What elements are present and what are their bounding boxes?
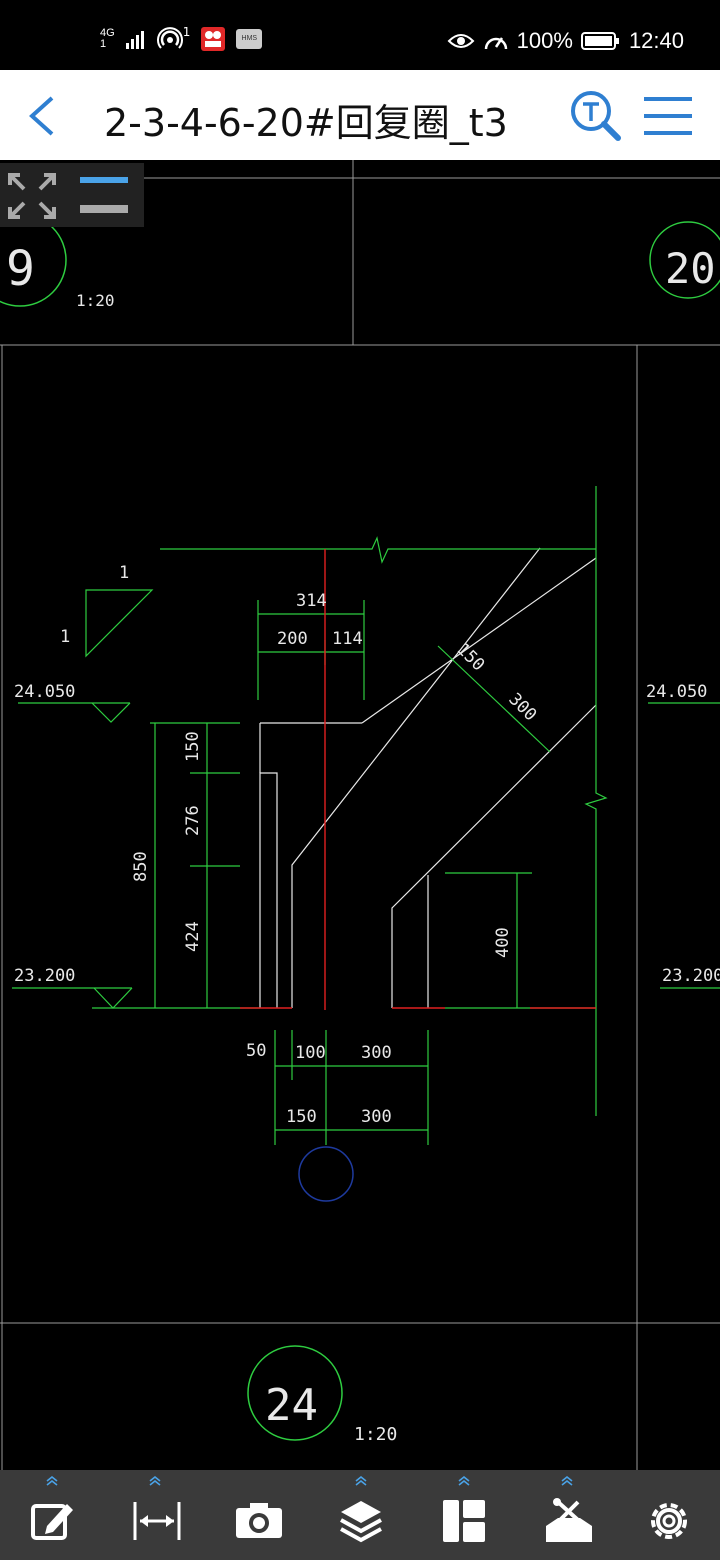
layers-tool-button[interactable] bbox=[326, 1470, 396, 1560]
dim-150-b: 150 bbox=[286, 1107, 317, 1127]
layer-toggle-button[interactable] bbox=[78, 173, 130, 219]
scale-top: 1:20 bbox=[76, 291, 115, 310]
status-right: 100% 12:40 bbox=[447, 28, 684, 54]
eye-icon bbox=[447, 34, 475, 48]
bottom-toolbar bbox=[0, 1470, 720, 1560]
tools-icon bbox=[546, 1498, 592, 1542]
dim-300-b: 300 bbox=[361, 1107, 392, 1127]
slope-h-label: 1 bbox=[60, 627, 70, 647]
dim-314: 314 bbox=[296, 591, 327, 611]
red-centerline bbox=[240, 549, 596, 1010]
green-linework bbox=[12, 486, 720, 1145]
clock: 12:40 bbox=[628, 28, 684, 53]
chevron-left-icon bbox=[29, 96, 54, 136]
section-outline bbox=[259, 547, 597, 1008]
measure-tool-button[interactable] bbox=[120, 1470, 190, 1560]
dim-114: 114 bbox=[332, 629, 363, 649]
text-search-button[interactable] bbox=[566, 86, 626, 146]
hms-icon: HMS bbox=[236, 29, 263, 49]
page-title: 2-3-4-6-20#回复圈_t3 bbox=[104, 101, 508, 145]
view-label-bottom: 24 bbox=[265, 1380, 318, 1431]
camera-icon bbox=[236, 1503, 282, 1538]
view-label-right: 20 bbox=[665, 244, 716, 293]
viewport-frame-lines bbox=[0, 160, 720, 1470]
layers-icon bbox=[340, 1501, 382, 1543]
edit-icon bbox=[31, 1504, 73, 1540]
dim-100: 100 bbox=[295, 1043, 326, 1063]
dim-300-a: 300 bbox=[361, 1043, 392, 1063]
title-bar: 2-3-4-6-20#回复圈_t3 bbox=[0, 70, 720, 160]
view-marker-20 bbox=[649, 221, 720, 299]
scale-bottom: 1:20 bbox=[354, 1424, 397, 1445]
edit-tool-button[interactable] bbox=[17, 1470, 87, 1560]
dim-276: 276 bbox=[183, 805, 203, 836]
layout-icon bbox=[443, 1500, 485, 1542]
dim-200: 200 bbox=[277, 629, 308, 649]
speed-icon bbox=[484, 37, 507, 50]
dimension-labels: 1 1 24.050 24.050 23.200 23.200 314 200 … bbox=[14, 563, 720, 1127]
hotspot-icon bbox=[156, 27, 183, 49]
text-search-icon bbox=[571, 91, 621, 141]
chevron-up-icon bbox=[149, 1476, 161, 1486]
elevation-label: 24.050 bbox=[646, 682, 707, 702]
fit-screen-button[interactable] bbox=[6, 171, 58, 221]
elevation-label: 23.200 bbox=[662, 966, 720, 986]
app-notification-icon bbox=[201, 27, 226, 51]
layout-tool-button[interactable] bbox=[429, 1470, 499, 1560]
chevron-up-icon bbox=[561, 1476, 573, 1486]
dim-150-vertical: 150 bbox=[183, 731, 203, 762]
battery-percent: 100% bbox=[516, 28, 573, 53]
toolbox-button[interactable] bbox=[532, 1470, 602, 1560]
dim-50: 50 bbox=[246, 1041, 266, 1061]
notification-count: 1 bbox=[182, 25, 191, 39]
back-button[interactable] bbox=[14, 86, 74, 146]
slope-v-label: 1 bbox=[119, 563, 129, 583]
column-circle bbox=[298, 1146, 354, 1202]
camera-tool-button[interactable] bbox=[222, 1470, 292, 1560]
cad-drawing-canvas[interactable]: 9 1:20 20 24 1:20 bbox=[0, 160, 720, 1470]
hamburger-menu-icon bbox=[644, 97, 692, 135]
floating-view-controls bbox=[0, 163, 144, 227]
signal-icon bbox=[125, 31, 144, 49]
dim-424: 424 bbox=[183, 921, 203, 952]
menu-button[interactable] bbox=[638, 86, 698, 146]
view-marker-24 bbox=[247, 1345, 343, 1441]
chevron-up-icon bbox=[46, 1476, 58, 1486]
measure-icon bbox=[133, 1502, 181, 1540]
dim-150-diagonal: 150 bbox=[452, 639, 488, 675]
settings-button[interactable] bbox=[634, 1470, 704, 1560]
dim-300-diagonal: 300 bbox=[504, 689, 540, 725]
chevron-up-icon bbox=[458, 1476, 470, 1486]
battery-icon bbox=[580, 32, 619, 50]
elevation-label: 24.050 bbox=[14, 682, 75, 702]
chevron-up-icon bbox=[355, 1476, 367, 1486]
dim-850: 850 bbox=[131, 851, 151, 882]
view-label-left: 9 bbox=[6, 241, 35, 297]
elevation-label: 23.200 bbox=[14, 966, 75, 986]
settings-icon bbox=[651, 1503, 687, 1539]
dim-400: 400 bbox=[493, 927, 513, 958]
